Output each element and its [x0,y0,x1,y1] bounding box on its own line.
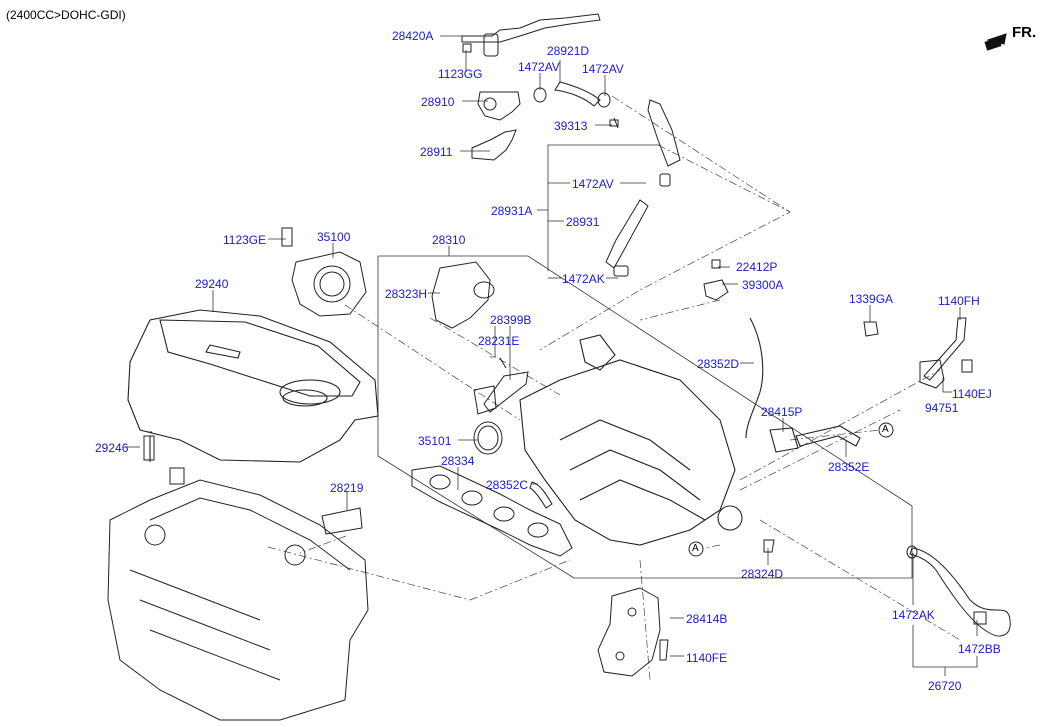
assembly-guide-lines [267,95,961,681]
leader-lines [125,35,978,676]
part-label-1339GA[interactable]: 1339GA [849,292,894,306]
part-label-29240[interactable]: 29240 [195,277,229,291]
forward-arrow-icon [984,33,1007,51]
part-label-1472BB[interactable]: 1472BB [958,642,1001,656]
intake-manifold [519,317,861,546]
ref-a-top-label: A [882,424,889,435]
manifold-bracket [597,587,661,677]
part-label-28323H[interactable]: 28323H [385,287,428,301]
part-label-39313[interactable]: 39313 [554,119,588,133]
part-label-1123GE[interactable]: 1123GE [223,233,267,247]
part-label-35101[interactable]: 35101 [418,434,452,448]
engine-cover [127,309,379,463]
part-label-28931A[interactable]: 28931A [491,204,533,218]
part-label-22412P[interactable]: 22412P [736,260,778,274]
pcv-pipe-assembly [461,13,681,277]
ref-circle-a-bottom[interactable] [688,541,704,557]
part-label-28352E[interactable]: 28352E [828,460,870,474]
part-label-28420A[interactable]: 28420A [392,29,434,43]
part-label-1140EJ[interactable]: 1140EJ [952,387,992,401]
part-label-28910[interactable]: 28910 [421,95,455,109]
part-label-28324D[interactable]: 28324D [741,567,784,581]
hardware-fasteners [143,43,973,661]
part-label-1472AK-a[interactable]: 1472AK [562,272,605,286]
part-label-26720[interactable]: 26720 [928,679,962,693]
cylinder-head [107,467,369,721]
ref-a-bottom-label: A [692,543,699,554]
part-label-94751[interactable]: 94751 [925,401,959,415]
part-label-39300A[interactable]: 39300A [742,278,784,292]
part-label-28219[interactable]: 28219 [330,481,364,495]
throttle-body [281,227,367,317]
manifold-gasket [411,421,573,557]
part-label-28352C[interactable]: 28352C [486,478,529,492]
part-label-28334[interactable]: 28334 [441,454,475,468]
part-label-1140FH[interactable]: 1140FH [938,294,980,308]
part-label-1472AV-c[interactable]: 1472AV [572,177,614,191]
part-label-28231E[interactable]: 28231E [478,334,520,348]
part-label-28911[interactable]: 28911 [420,145,453,159]
part-label-29246[interactable]: 29246 [95,441,129,455]
variable-intake-actuator [431,261,495,329]
part-label-1472AK-b[interactable]: 1472AK [892,608,935,622]
part-label-1123GG[interactable]: 1123GG [438,67,483,81]
part-label-28931[interactable]: 28931 [566,215,600,229]
forward-direction-label: FR. [1012,24,1037,41]
part-label-1472AV-b[interactable]: 1472AV [582,62,624,76]
part-label-1140FE[interactable]: 1140FE [686,651,728,665]
part-label-1472AV-a[interactable]: 1472AV [518,60,560,74]
part-label-28414B[interactable]: 28414B [686,612,728,626]
ref-circle-a-top[interactable] [878,422,894,438]
part-label-35100[interactable]: 35100 [317,230,351,244]
breather-hose [906,545,1011,637]
part-label-28352D[interactable]: 28352D [697,357,740,371]
part-label-28415P[interactable]: 28415P [761,405,803,419]
part-label-28921D[interactable]: 28921D [547,44,590,58]
part-label-28399B[interactable]: 28399B [490,313,532,327]
engine-spec-header: (2400CC>DOHC-GDI) [6,8,126,22]
part-label-28310[interactable]: 28310 [432,233,466,247]
